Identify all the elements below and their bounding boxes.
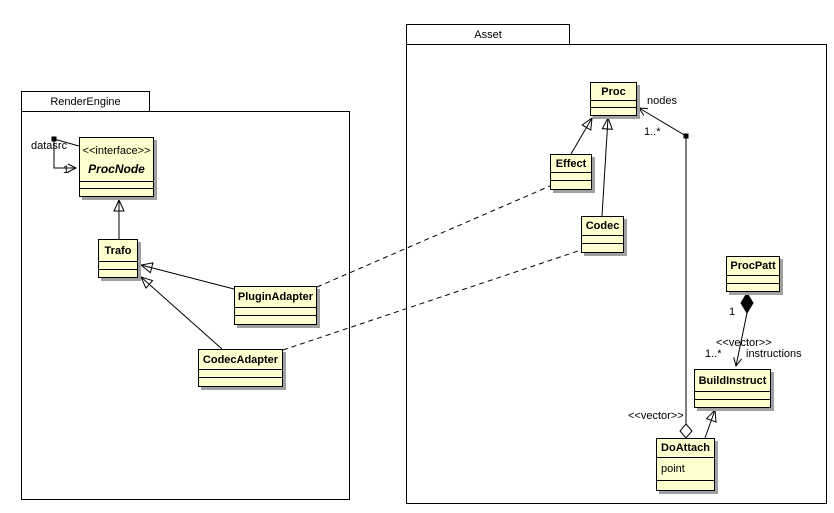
- class-codecadapter-name: CodecAdapter: [202, 353, 279, 366]
- attributes-compartment: [591, 100, 636, 107]
- package-name-asset: Asset: [474, 28, 502, 41]
- package-name-renderengine: RenderEngine: [50, 95, 121, 108]
- class-effect-name: Effect: [555, 157, 587, 170]
- class-proc: Proc: [590, 82, 637, 116]
- label-attach-stereotype: <<vector>>: [628, 410, 684, 422]
- operations-compartment: [695, 399, 770, 407]
- operations-compartment: [99, 269, 137, 277]
- operations-compartment: [80, 188, 153, 196]
- operations-compartment: [591, 107, 636, 115]
- class-proc-name: Proc: [601, 85, 626, 98]
- operations-compartment: [727, 283, 779, 291]
- label-datasrc: datasrc: [31, 140, 68, 152]
- class-effect: Effect: [550, 154, 592, 190]
- operations-compartment: [235, 315, 316, 324]
- class-procpatt-name: ProcPatt: [730, 260, 776, 272]
- label-procpatt-multiplicity: 1: [729, 306, 736, 318]
- class-procpatt: ProcPatt: [726, 256, 780, 292]
- attributes-compartment: [727, 275, 779, 283]
- class-codec: Codec: [581, 216, 624, 253]
- class-buildinstruct: BuildInstruct: [694, 369, 771, 408]
- attributes-compartment: [199, 369, 282, 377]
- label-datasrc-multiplicity: 1: [63, 164, 70, 176]
- attributes-compartment: [235, 307, 316, 315]
- operations-compartment: [199, 377, 282, 386]
- class-trafo: Trafo: [98, 239, 138, 278]
- class-doattach: DoAttach point: [656, 438, 715, 491]
- package-tab-asset: Asset: [406, 24, 570, 45]
- class-procnode-stereotype: <<interface>>: [82, 144, 151, 157]
- attributes-compartment: [551, 172, 591, 180]
- class-buildinstruct-name: BuildInstruct: [698, 374, 767, 387]
- label-nodes-multiplicity: 1..*: [644, 126, 661, 138]
- operations-compartment: [551, 180, 591, 189]
- label-instructions-multiplicity: 1..*: [705, 348, 722, 360]
- operations-compartment: [657, 480, 714, 490]
- class-trafo-name: Trafo: [104, 244, 132, 257]
- attributes-compartment: [99, 261, 137, 269]
- attributes-compartment: [695, 391, 770, 399]
- class-procnode-name: ProcNode: [88, 161, 145, 176]
- label-instructions: instructions: [746, 348, 802, 360]
- attribute-point: point: [657, 457, 714, 480]
- class-procnode: <<interface>> ProcNode: [79, 137, 154, 197]
- label-nodes: nodes: [647, 95, 677, 107]
- class-doattach-name: DoAttach: [661, 442, 710, 454]
- attributes-compartment: [80, 181, 153, 188]
- class-pluginadapter-name: PluginAdapter: [237, 291, 314, 303]
- operations-compartment: [582, 243, 623, 252]
- class-pluginadapter: PluginAdapter: [234, 286, 317, 325]
- package-tab-renderengine: RenderEngine: [21, 91, 150, 112]
- class-procnode-header: <<interface>> ProcNode: [80, 138, 153, 181]
- attributes-compartment: [582, 235, 623, 243]
- class-codecadapter: CodecAdapter: [198, 349, 283, 387]
- class-codec-name: Codec: [585, 220, 620, 232]
